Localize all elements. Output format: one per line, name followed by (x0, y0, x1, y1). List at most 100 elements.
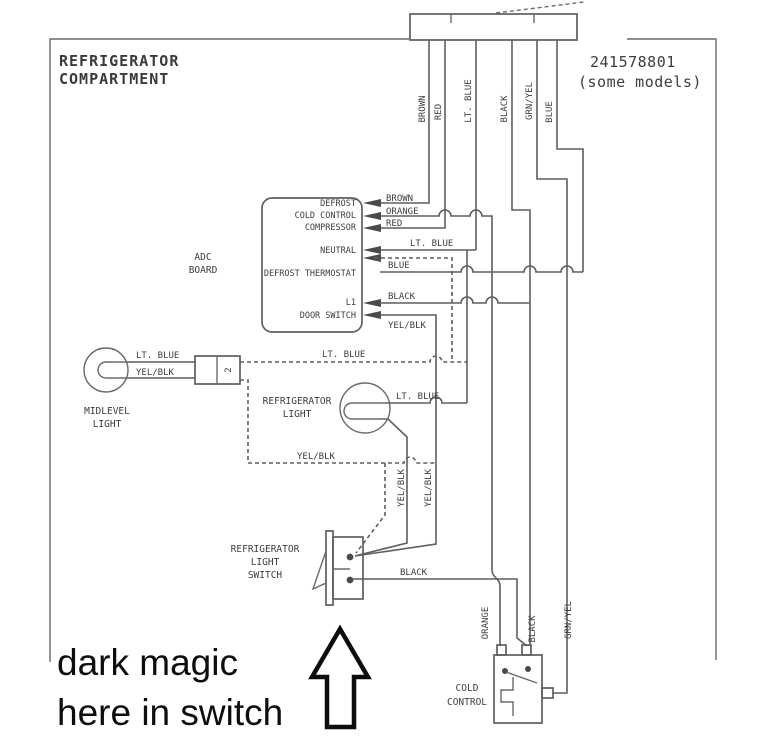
connector-keys (450, 14, 535, 23)
diagram-border (49, 38, 717, 662)
switch-flange (325, 530, 334, 606)
cold-control-tab-side (541, 687, 554, 699)
label-lt-blue-vert: LT. BLUE (464, 79, 474, 122)
cold-control-body (493, 654, 543, 724)
wire-switch-black (352, 578, 528, 647)
fridge-lamp-socket (343, 402, 388, 420)
label-red-vert: RED (434, 104, 444, 120)
adc-board-name2: BOARD (189, 265, 218, 276)
label-orange-vert: ORANGE (481, 607, 491, 640)
wire-l1-black (380, 296, 530, 304)
label-black-vert: BLACK (500, 95, 510, 123)
label-grn-yel-vert2: GRN/YEL (564, 601, 574, 639)
wire-dashed-switch-branch (355, 463, 386, 554)
wire-brown (380, 40, 430, 204)
label-yel-blk-vert1: YEL/BLK (397, 468, 407, 507)
cold-control-tab-left (496, 644, 507, 656)
cold-control-capillary (500, 677, 514, 716)
label-l1-black: BLACK (388, 292, 416, 302)
wire-midlevel-yel-blk-dashed (240, 379, 436, 464)
adc-board-outline (261, 197, 363, 333)
switch-pointer (311, 550, 327, 591)
switch-terminal-top (346, 553, 354, 561)
switch-label3: SWITCH (248, 570, 283, 581)
wire-black-top (511, 40, 531, 646)
pin-arrow-neutral2 (363, 254, 381, 262)
label-red: RED (386, 219, 402, 229)
midlevel-connector-pin: 2 (224, 367, 234, 372)
label-orange: ORANGE (386, 207, 419, 217)
connector-body (409, 13, 578, 41)
wire-fridge-lt-blue (388, 396, 467, 404)
wire-red (380, 40, 446, 229)
fridge-lamp-icon (339, 382, 391, 434)
wire-midlevel-lt-blue-dashed (240, 355, 467, 363)
pin-defrost: DEFROST (320, 199, 356, 209)
pin-l1: L1 (346, 298, 356, 308)
pin-compressor: COMPRESSOR (305, 223, 357, 233)
cold-control: COLD CONTROL (447, 644, 554, 724)
switch-body (332, 536, 364, 600)
label-blue: BLUE (388, 261, 410, 271)
midlevel-connector: 2 (194, 355, 241, 385)
pin-arrow-cold-control (363, 212, 381, 220)
pin-arrow-door-switch (363, 311, 381, 319)
adc-board: ADC BOARD DEFROST COLD CONTROL COMPRESSO… (189, 197, 381, 333)
label-dashed-lt-blue: LT. BLUE (322, 350, 365, 360)
cold-control-label1: COLD (456, 683, 479, 694)
pin-defrost-thermostat: DEFROST THERMOSTAT (264, 269, 356, 279)
refrigerator-light: LT. BLUE REFRIGERATOR LIGHT (263, 382, 467, 557)
harness-wires (380, 40, 584, 694)
label-midlevel-yel-blk: YEL/BLK (136, 368, 175, 378)
annotation-line2: here in switch (57, 692, 284, 733)
label-door-yel-blk: YEL/BLK (388, 321, 427, 331)
pin-arrow-compressor (363, 224, 381, 232)
compartment-title-line1: REFRIGERATOR (59, 52, 179, 70)
label-black-vert2: BLACK (528, 615, 538, 643)
switch-terminal-bottom (346, 576, 354, 584)
annotation-text: dark magic here in switch (57, 638, 283, 738)
connector-leader-dashed (495, 1, 585, 14)
label-fridge-lt-blue: LT. BLUE (396, 392, 439, 402)
compartment-title-line2: COMPARTMENT (59, 70, 169, 88)
harness-connector (409, 1, 585, 41)
board-wire-labels: BROWN ORANGE RED LT. BLUE BLUE BLACK YEL… (386, 194, 453, 331)
cold-control-terminal2 (525, 666, 531, 672)
fridge-light-label1: REFRIGERATOR (263, 396, 332, 407)
pin-cold-control: COLD CONTROL (295, 211, 356, 221)
midlevel-lamp-socket (97, 361, 128, 379)
label-blue-vert: BLUE (545, 101, 555, 123)
border-top-left (49, 38, 409, 662)
pin-door-switch: DOOR SWITCH (300, 311, 356, 321)
midlevel-lamp-leads (128, 361, 195, 379)
label-grn-yel-vert: GRN/YEL (525, 82, 535, 120)
part-note: (some models) (578, 73, 702, 91)
midlevel-light: 2 LT. BLUE YEL/BLK MIDLEVEL LIGHT (83, 347, 241, 430)
label-midlevel-lt-blue: LT. BLUE (136, 351, 179, 361)
cold-control-label2: CONTROL (447, 697, 487, 708)
annotation-line1: dark magic (57, 642, 238, 683)
pin-arrows (363, 199, 381, 319)
label-yel-blk-vert2: YEL/BLK (424, 468, 434, 507)
refrigerator-light-switch: REFRIGERATOR LIGHT SWITCH (231, 530, 364, 606)
part-number: 241578801 (590, 53, 676, 71)
wire-door-switch-yel-blk (354, 314, 437, 557)
label-neutral-lt-blue: LT. BLUE (410, 239, 453, 249)
pin-arrow-l1 (363, 299, 381, 307)
pin-arrow-defrost (363, 199, 381, 207)
pin-neutral: NEUTRAL (320, 246, 356, 256)
midlevel-light-label1: MIDLEVEL (84, 406, 130, 417)
wire-blue-thermostat (380, 265, 583, 273)
label-switch-black: BLACK (400, 568, 428, 578)
wire-neutral-dashed (374, 257, 453, 362)
board-wires (354, 209, 583, 646)
annotation-arrow-up (308, 624, 372, 730)
label-brown: BROWN (386, 194, 413, 204)
midlevel-light-label2: LIGHT (93, 419, 122, 430)
cold-control-switch-blade (505, 671, 538, 684)
pin-arrow-neutral (363, 246, 381, 254)
label-brown-vert: BROWN (418, 95, 428, 122)
label-dashed-yel-blk: YEL/BLK (297, 452, 336, 462)
